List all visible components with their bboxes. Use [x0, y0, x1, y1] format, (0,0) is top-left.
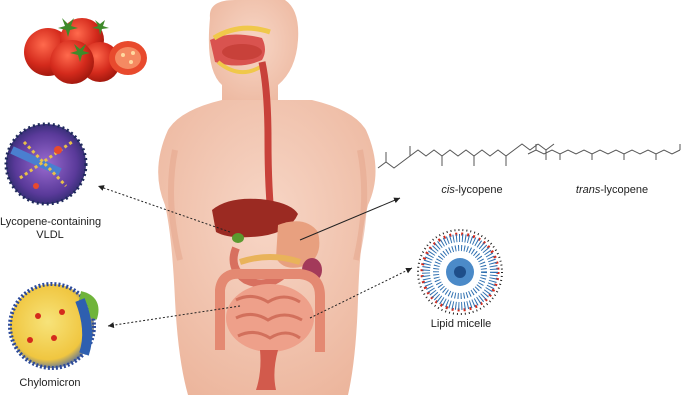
vldl-label-line1: Lycopene-containing [0, 216, 100, 229]
tomato-icon [24, 18, 147, 84]
vldl-label-line2: VLDL [0, 229, 100, 242]
micelle-label: Lipid micelle [418, 318, 504, 330]
cis-lycopene-structure [378, 144, 554, 168]
trans-lycopene-label: trans-lycopene [570, 184, 654, 196]
trans-suffix: -lycopene [600, 184, 648, 196]
vldl-particle-icon [6, 124, 86, 204]
chylomicron-label: Chylomicron [10, 377, 90, 389]
cis-suffix: -lycopene [455, 184, 503, 196]
lipid-micelle-icon [418, 230, 502, 314]
human-body-illustration [158, 0, 375, 395]
chylomicron-particle-icon [10, 284, 94, 368]
trans-prefix: trans [576, 184, 600, 196]
cis-lycopene-label: cis-lycopene [432, 184, 512, 196]
vldl-label: Lycopene-containing VLDL [0, 216, 100, 242]
cis-prefix: cis [441, 184, 454, 196]
